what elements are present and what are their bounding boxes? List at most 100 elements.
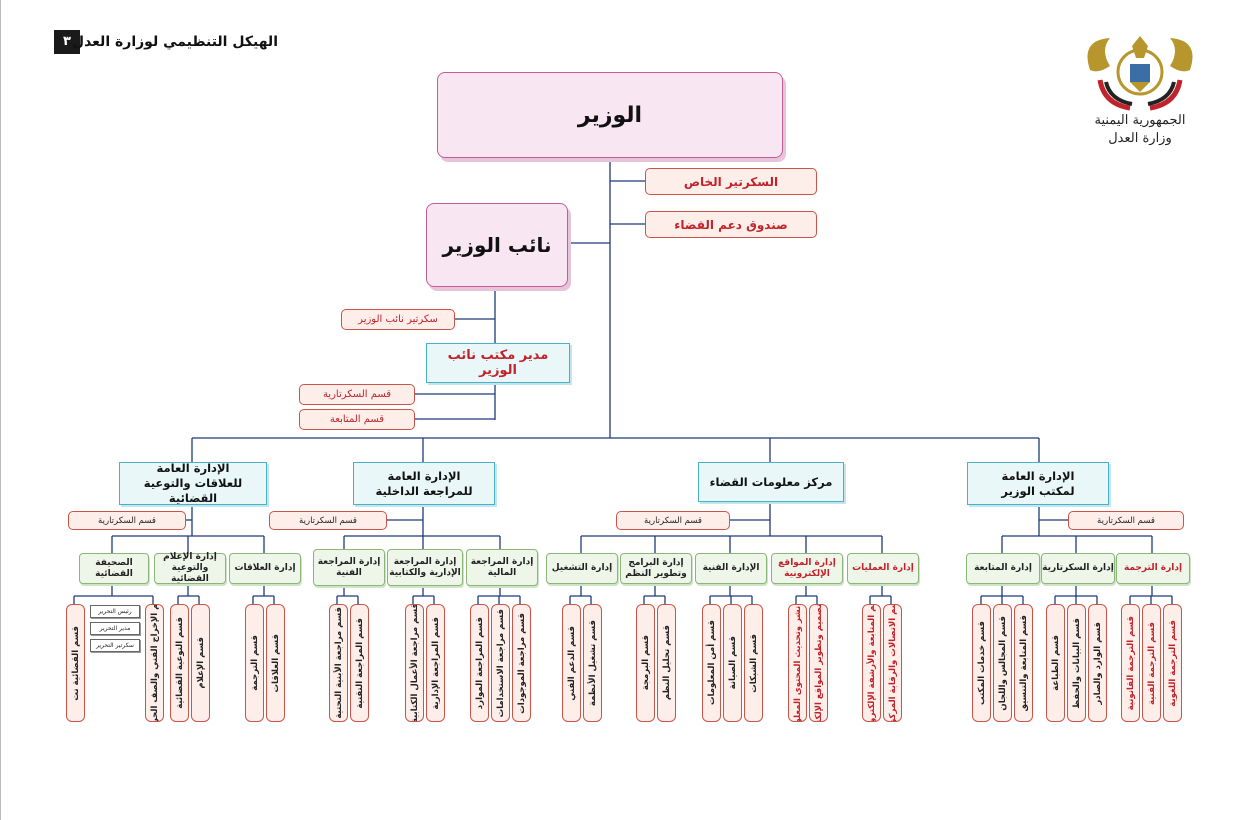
unit-technical-translation: قسم الترجمة الفنية [1142, 604, 1161, 722]
paper-managing-editor-label: مدير التحرير [99, 625, 131, 632]
sub-operations-l1: إدارة العمليات [852, 563, 914, 573]
deputy-secretary-box: سكرتير نائب الوزير [341, 309, 455, 330]
branch-info-secretariat: قسم السكرتارية [616, 511, 730, 530]
unit-media-label: قسم الإعلام [195, 637, 206, 689]
emblem-line2: وزارة العدل [1108, 131, 1172, 146]
sub-relations-admin: إدارة العلاقات [229, 553, 301, 584]
unit-networks-label: قسم الشبكات [748, 633, 759, 693]
unit-translation-b1: قسم الترجمة [245, 604, 264, 722]
sub-followup: إدارة المتابعة [966, 553, 1040, 584]
unit-clerical-audit-label: قسم مراجعة الأعمال الكتابية [409, 604, 420, 722]
unit-linguistic-translation-label: قسم الترجمة اللغوية [1167, 619, 1178, 707]
sub-judicial-newspaper-l1: الصحيفة [95, 557, 133, 568]
judiciary-fund-label: صندوق دعم القضاء [674, 217, 788, 232]
sub-websites-l2: الإلكترونية [784, 568, 830, 579]
unit-legal-translation-label: قسم الترجمة القانونية [1125, 615, 1136, 711]
branch-audit-secretariat: قسم السكرتارية [269, 511, 387, 530]
branch-info-secretariat-label: قسم السكرتارية [644, 515, 702, 526]
sub-translation-l1: إدارة الترجمة [1123, 563, 1183, 573]
unit-website-design: قسم تصميم وتطوير المواقع الإلكترونية [809, 604, 828, 722]
unit-usage-audit-label: قسم مراجعة الاستخدامات [495, 608, 506, 718]
unit-administrative-audit-label: قسم المراجعة الإدارية [430, 616, 441, 710]
sub-secretariat-l1: إدارة السكرتارية [1042, 563, 1114, 573]
deputy-followup-dept-label: قسم المتابعة [329, 414, 385, 425]
unit-tech-support-label: قسم الدعم الفني [566, 625, 577, 701]
unit-infrastructure-audit: قسم مراجعة الأبنية التحتية [329, 604, 348, 722]
unit-programming-label: قسم البرمجة [640, 635, 651, 691]
sub-programs-l1: إدارة البرامج [628, 557, 684, 568]
unit-data-archiving-label: قسم البيانات والحفظ [1071, 617, 1082, 709]
unit-e-archiving: قسم المتابعة والأرشفة الإلكترونية [862, 604, 881, 722]
judiciary-fund-box: صندوق دعم القضاء [645, 211, 817, 238]
deputy-followup-dept-box: قسم المتابعة [299, 409, 415, 430]
unit-central-monitoring: قسم الاتصالات والرقابة المركزية [883, 604, 902, 722]
unit-legal-translation: قسم الترجمة القانونية [1121, 604, 1140, 722]
sub-relations-admin-l1: إدارة العلاقات [234, 563, 296, 573]
emblem-line1: الجمهورية اليمنية [1094, 113, 1186, 128]
sub-translation: إدارة الترجمة [1116, 553, 1190, 584]
unit-technical-audit-label: قسم المراجعة التقنية [354, 617, 365, 709]
deputy-minister-box: نائب الوزير [426, 203, 568, 287]
unit-linguistic-translation: قسم الترجمة اللغوية [1163, 604, 1182, 722]
unit-maintenance-label: قسم الصيانة [727, 636, 738, 690]
unit-info-security-label: قسم أمن المعلومات [706, 620, 717, 706]
branch-minister-office-title1: الإدارة العامة [1001, 468, 1075, 483]
sub-websites-l1: إدارة المواقع [778, 557, 836, 568]
sub-operations: إدارة العمليات [847, 553, 919, 584]
unit-tech-support: قسم الدعم الفني [562, 604, 581, 722]
unit-media: قسم الإعلام [191, 604, 210, 722]
deputy-office-director-label: مدير مكتب نائب الوزير [447, 348, 549, 378]
unit-networks: قسم الشبكات [744, 604, 763, 722]
sub-operations-run: إدارة التشغيل [546, 553, 618, 584]
sub-technical-audit-l1: إدارة المراجعة [317, 556, 381, 567]
sub-technical-l1: الإدارة الفنية [702, 563, 760, 573]
unit-office-services-label: قسم خدمات المكتب [976, 620, 987, 706]
private-secretary-box: السكرتير الخاص [645, 168, 817, 195]
unit-infrastructure-audit-label: قسم مراجعة الأبنية التحتية [333, 607, 344, 719]
page-edge [0, 0, 1, 820]
unit-judicial-net: قسم القضائية نت [66, 604, 85, 722]
republic-emblem-icon [1080, 30, 1200, 112]
unit-data-archiving: قسم البيانات والحفظ [1067, 604, 1086, 722]
unit-judicial-net-label: قسم القضائية نت [70, 625, 81, 701]
unit-incoming-outgoing-label: قسم الوارد والصادر [1092, 621, 1103, 705]
paper-editorial-secretary: سكرتير التحرير [90, 639, 140, 652]
page-title: الهيكل التنظيمي لوزارة العدل [71, 34, 278, 50]
unit-technical-translation-label: قسم الترجمة الفنية [1146, 621, 1157, 705]
unit-followup-coordination: قسم المتابعة والتنسيق [1014, 604, 1033, 722]
unit-systems-operation-label: قسم تشغيل الأنظمة [587, 619, 598, 707]
unit-printing-label: قسم الطباعة [1050, 635, 1061, 691]
deputy-office-director-box: مدير مكتب نائب الوزير [426, 343, 570, 383]
paper-managing-editor: مدير التحرير [90, 622, 140, 635]
unit-translation-b1-label: قسم الترجمة [249, 635, 260, 691]
unit-central-monitoring-label: قسم الاتصالات والرقابة المركزية [887, 604, 898, 722]
unit-resources-audit-label: قسم المراجعة الموارد [474, 616, 485, 710]
unit-e-archiving-label: قسم المتابعة والأرشفة الإلكترونية [866, 604, 877, 722]
unit-programming: قسم البرمجة [636, 604, 655, 722]
deputy-secretary-label: سكرتير نائب الوزير [358, 314, 438, 325]
paper-editor-in-chief: رئيس التحرير [90, 605, 140, 618]
private-secretary-label: السكرتير الخاص [683, 174, 779, 189]
branch-audit-title1: الإدارة العامة [387, 468, 461, 483]
unit-councils-committees: قسم المجالس واللجان [993, 604, 1012, 722]
branch-relations-secretariat: قسم السكرتارية [68, 511, 186, 530]
sub-media-awareness-l1: إدارة الإعلام [163, 552, 217, 562]
unit-systems-analysis: قسم تحليل النظم [657, 604, 676, 722]
unit-printing: قسم الطباعة [1046, 604, 1065, 722]
unit-incoming-outgoing: قسم الوارد والصادر [1088, 604, 1107, 722]
minister-label: الوزير [577, 102, 643, 128]
unit-relations: قسم العلاقات [266, 604, 285, 722]
sub-technical-audit-l2: الفنية [336, 567, 362, 578]
emblem-text: الجمهورية اليمنية وزارة العدل [1070, 112, 1210, 148]
branch-relations-title2: للعلاقات والتوعية القضائية [143, 476, 243, 505]
unit-clerical-audit: قسم مراجعة الأعمال الكتابية [405, 604, 424, 722]
branch-audit-title2: للمراجعة الداخلية [375, 483, 473, 498]
